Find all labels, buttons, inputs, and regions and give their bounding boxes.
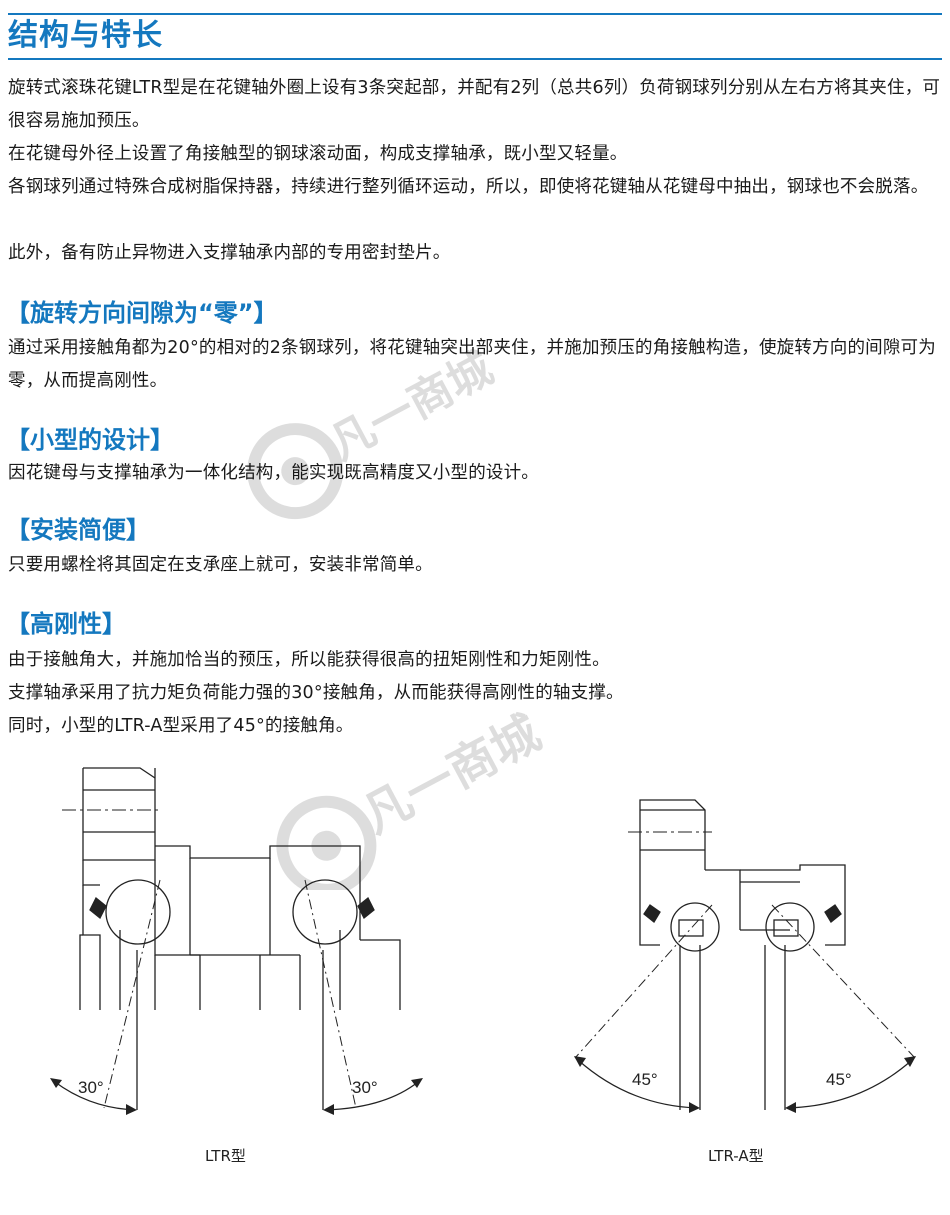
ltr-cross-section-diagram: 30° 30° [50, 767, 423, 1115]
ltr-angle-label-left: 30° [78, 1078, 104, 1097]
section-text-compact: 因花键母与支撑轴承为一体化结构，能实现既高精度又小型的设计。 [8, 463, 539, 483]
page-title: 结构与特长 [8, 18, 163, 53]
section-heading-easy-install: 【安装简便】 [6, 516, 150, 544]
section-text-high-rigidity-1: 由于接触角大，并施加恰当的预压，所以能获得很高的扭矩刚性和力矩刚性。 [8, 650, 610, 670]
intro-paragraph-1: 旋转式滚珠花键LTR型是在花键轴外圈上设有3条突起部，并配有2列（总共6列）负荷… [8, 78, 941, 131]
ltr-angle-label-right: 30° [352, 1078, 378, 1097]
ltr-a-angle-label-right: 45° [826, 1070, 852, 1089]
section-text-easy-install: 只要用螺栓将其固定在支承座上就可，安装非常简单。 [8, 555, 433, 575]
section-text-zero-backlash: 通过采用接触角都为20°的相对的2条钢球列，将花键轴突出部夹住，并施加预压的角接… [8, 338, 936, 391]
intro-paragraph-3: 各钢球列通过特殊合成树脂保持器，持续进行整列循环运动，所以，即使将花键轴从花键母… [8, 177, 929, 197]
ltr-a-angle-label-left: 45° [632, 1070, 658, 1089]
ltr-a-figure-caption: LTR-A型 [708, 1147, 764, 1165]
intro-paragraph-2: 在花键母外径上设置了角接触型的钢球滚动面，构成支撑轴承，既小型又轻量。 [8, 144, 628, 164]
title-top-rule [8, 13, 942, 15]
section-text-high-rigidity-3: 同时，小型的LTR-A型采用了45°的接触角。 [8, 716, 354, 736]
section-heading-high-rigidity: 【高刚性】 [6, 610, 126, 638]
ltr-figure-caption: LTR型 [205, 1147, 246, 1165]
section-text-high-rigidity-2: 支撑轴承采用了抗力矩负荷能力强的30°接触角，从而能获得高刚性的轴支撑。 [8, 683, 624, 703]
intro-paragraph-4: 此外，备有防止异物进入支撑轴承内部的专用密封垫片。 [8, 243, 451, 263]
title-underline [8, 58, 942, 60]
section-heading-compact: 【小型的设计】 [6, 426, 174, 454]
ltr-a-cross-section-diagram: 45° 45° [574, 799, 916, 1113]
section-heading-zero-backlash: 【旋转方向间隙为“零”】 [6, 299, 278, 327]
